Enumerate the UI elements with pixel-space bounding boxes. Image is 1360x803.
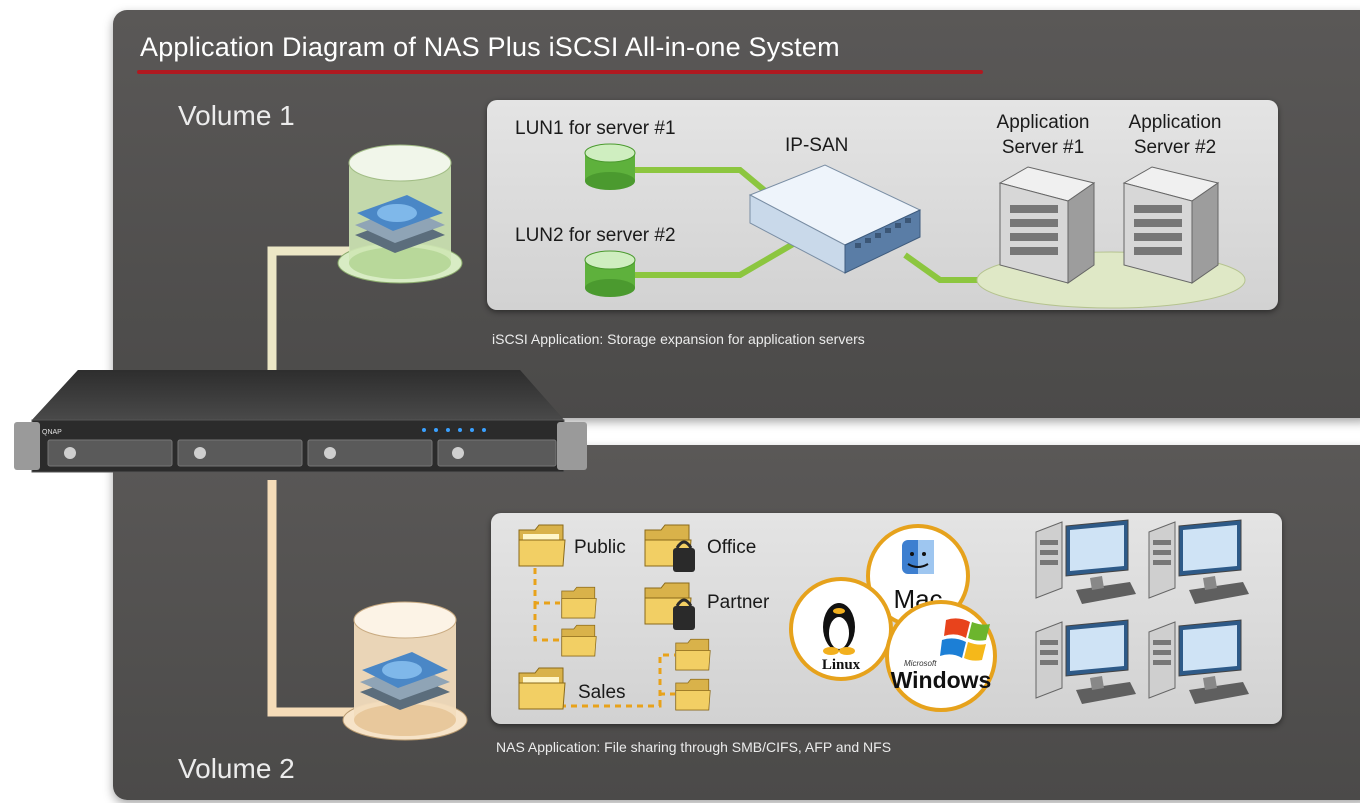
client-pc-2-icon <box>1148 519 1249 604</box>
server-1-label-line2: Server #1 <box>1001 137 1085 158</box>
office-folder-label: Office <box>707 537 757 558</box>
partner-folder-label: Partner <box>707 592 770 613</box>
drive-bay-1 <box>47 439 173 467</box>
page-title: Application Diagram of NAS Plus iSCSI Al… <box>140 32 840 62</box>
drive-bay-2 <box>177 439 303 467</box>
microsoft-label: Microsoft <box>904 659 937 668</box>
public-folder-icon <box>518 524 566 567</box>
title-underline <box>137 70 983 74</box>
partner-folder-icon <box>644 582 695 630</box>
volume-1-disk-icon <box>337 144 463 284</box>
sales-subfolder-1-icon <box>675 638 711 671</box>
tux-penguin-icon <box>823 603 855 655</box>
client-pc-1-icon <box>1035 519 1136 604</box>
server-1-label-line1: Application <box>996 112 1090 133</box>
drive-bay-3 <box>307 439 433 467</box>
cable-volume-2 <box>267 480 355 717</box>
sales-folder-label: Sales <box>578 682 626 703</box>
volume-1-label: Volume 1 <box>178 100 295 131</box>
lun1-icon <box>584 143 636 190</box>
public-subfolder-2-icon <box>561 624 597 657</box>
hdd-stack-icon <box>355 195 445 253</box>
iscsi-caption: iSCSI Application: Storage expansion for… <box>492 331 865 347</box>
mac-finder-icon <box>902 540 934 574</box>
nas-rack-device: QNAP <box>14 370 587 473</box>
lun2-label: LUN2 for server #2 <box>515 225 676 246</box>
linux-os-badge: Linux <box>789 577 893 681</box>
server-1-label: Application Server #1 <box>980 110 1106 160</box>
cable-volume-1 <box>267 246 350 372</box>
windows-os-badge: Microsoft Windows <box>885 600 997 712</box>
volume-2-disk-icon <box>342 601 468 741</box>
sales-subfolder-2-icon <box>675 678 711 711</box>
lock-icon <box>673 606 695 630</box>
nas-caption: NAS Application: File sharing through SM… <box>496 739 892 755</box>
volume-2-label: Volume 2 <box>178 753 295 784</box>
server-1-icon <box>998 166 1096 284</box>
client-pc-4-icon <box>1148 619 1249 704</box>
windows-label: Windows <box>891 667 992 693</box>
device-brand: QNAP <box>42 429 62 436</box>
rack-ear-right <box>557 422 587 470</box>
server-2-label: Application Server #2 <box>1112 110 1238 160</box>
client-pc-3-icon <box>1035 619 1136 704</box>
public-folder-label: Public <box>574 537 626 558</box>
windows-logo-icon <box>940 618 990 661</box>
rack-ear-left <box>14 422 40 470</box>
ip-san-switch-icon <box>748 164 922 274</box>
office-folder-icon <box>644 524 695 572</box>
public-subfolder-1-icon <box>561 586 597 619</box>
drive-bay-4 <box>437 439 557 467</box>
sales-folder-icon <box>518 667 566 710</box>
lock-icon <box>673 548 695 572</box>
server-2-label-line1: Application <box>1128 112 1222 133</box>
lun1-label: LUN1 for server #1 <box>515 118 676 139</box>
hdd-stack-icon <box>360 652 450 710</box>
linux-label: Linux <box>822 657 861 673</box>
lun2-icon <box>584 250 636 297</box>
status-leds <box>422 428 486 432</box>
server-2-icon <box>1122 166 1220 284</box>
ip-san-label: IP-SAN <box>785 135 849 156</box>
server-2-label-line2: Server #2 <box>1133 137 1217 158</box>
